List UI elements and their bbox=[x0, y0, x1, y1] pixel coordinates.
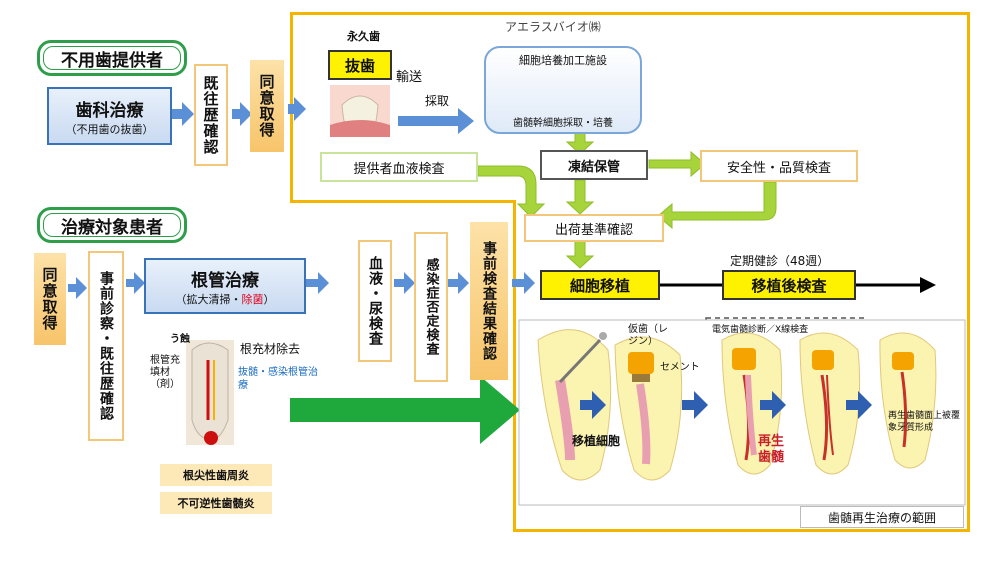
root-canal-sub: （拡大清掃・除菌） bbox=[175, 292, 275, 306]
infection-test: 感染症否定検査 bbox=[414, 232, 448, 382]
periodontitis-badge: 根尖性歯周炎 bbox=[160, 464, 272, 486]
pulpitis-badge: 不可逆性歯髄炎 bbox=[160, 492, 272, 514]
tooth-illustration-3 bbox=[721, 332, 783, 475]
result-label: 再生歯髄面上被覆象牙質形成 bbox=[888, 411, 961, 433]
scope-frame-bottom bbox=[513, 529, 970, 532]
scope-label: 歯髄再生治療の範囲 bbox=[800, 506, 964, 528]
eval-label: 電気歯髄診断／X線検査 bbox=[712, 325, 809, 335]
root-canal-tooth-illustration bbox=[186, 340, 234, 445]
patient-pre-exam: 事前診察・既往歴確認 bbox=[88, 251, 124, 441]
donor-blood-test: 提供者血液検査 bbox=[320, 152, 478, 182]
temp-crown-label: 仮歯（レジン） bbox=[628, 324, 668, 347]
tooth-illustration-4 bbox=[799, 332, 861, 475]
blood-urine-test: 血液・尿検査 bbox=[358, 240, 392, 362]
scope-frame-top-left-bottom bbox=[290, 200, 515, 203]
patient-consent: 同意取得 bbox=[34, 253, 66, 345]
transport-label: 輸送 bbox=[396, 70, 423, 85]
collection-label: 採取 bbox=[425, 94, 450, 108]
permanent-tooth-label: 永久歯 bbox=[347, 30, 380, 43]
cell-facility-box: 細胞培養加工施設 歯髄幹細胞採取・培養 bbox=[484, 46, 642, 134]
shipment-check: 出荷基準確認 bbox=[524, 214, 664, 242]
graft-cells-label: 移植細胞 bbox=[572, 434, 621, 448]
filling-label: 根管充填材（剤） bbox=[150, 355, 180, 390]
safety-quality-test: 安全性・品質検査 bbox=[700, 150, 858, 182]
dental-treatment-sub: （不用歯の抜歯） bbox=[65, 122, 154, 136]
tooth-illustration-1 bbox=[537, 329, 612, 481]
cell-facility-title: 細胞培養加工施設 bbox=[519, 54, 607, 67]
followup-box: 移植後検査 bbox=[722, 270, 856, 300]
pre-exam-result: 事前検査結果確認 bbox=[470, 222, 508, 380]
donor-title: 不用歯提供者 bbox=[37, 40, 187, 76]
pulpectomy-label: 抜髄・感染根管治療 bbox=[238, 367, 318, 391]
scope-frame-right bbox=[967, 12, 970, 532]
regen-pulp-label: 再生歯髄 bbox=[758, 434, 785, 465]
extracted-tooth-illustration bbox=[330, 85, 390, 137]
company-name: アエラスバイオ㈱ bbox=[505, 20, 601, 34]
filling-removal-label: 根充材除去 bbox=[240, 342, 301, 356]
donor-history-check: 既往歴確認 bbox=[194, 64, 228, 166]
extraction-box: 抜歯 bbox=[328, 50, 392, 80]
cell-facility-sub: 歯髄幹細胞採取・培養 bbox=[513, 118, 613, 129]
cement-label: セメント bbox=[660, 362, 700, 373]
dental-treatment-main: 歯科治療 bbox=[75, 100, 144, 121]
dental-treatment-box: 歯科治療 （不用歯の抜歯） bbox=[47, 87, 172, 145]
root-canal-box: 根管治療 （拡大清掃・除菌） bbox=[144, 258, 306, 314]
scope-frame-left-lower bbox=[513, 200, 516, 532]
patient-title: 治療対象患者 bbox=[37, 207, 187, 243]
followup-label: 定期健診（48週） bbox=[730, 254, 830, 268]
tooth-illustration-5 bbox=[879, 332, 937, 469]
caries-label: う蝕 bbox=[170, 334, 190, 345]
root-canal-main: 根管治療 bbox=[191, 270, 259, 291]
cell-transplant-box: 細胞移植 bbox=[540, 270, 660, 300]
tooth-illustration-2 bbox=[614, 336, 683, 481]
donor-consent: 同意取得 bbox=[250, 60, 284, 152]
cryopreservation-box: 凍結保管 bbox=[540, 150, 648, 180]
